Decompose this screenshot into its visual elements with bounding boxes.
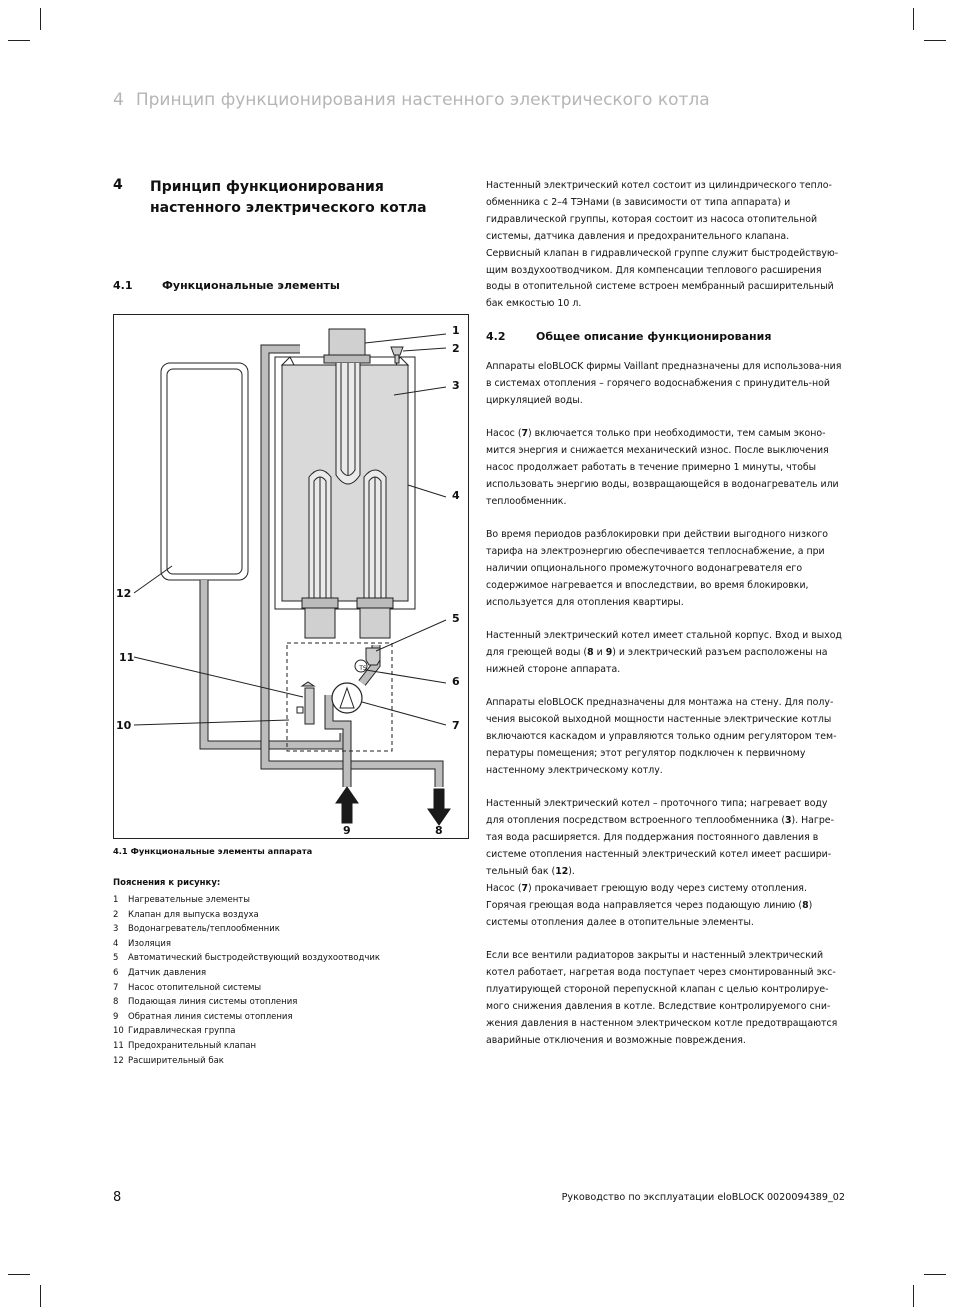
callout-1: 1 [452,324,460,337]
callout-12: 12 [116,587,131,600]
expansion-tank-inner [166,368,243,575]
figure-functional-elements: TS 1 2 3 4 5 6 7 8 9 10 11 12 [113,314,469,839]
callout-2: 2 [452,342,460,355]
footer-document: Руководство по эксплуатации eloBLOCK 002… [561,1192,845,1203]
legend-title: Пояснения к рисунку: [113,878,221,888]
section-4-1-number: 4.1 [113,279,133,292]
crop-mark [924,1274,946,1275]
figure-caption: 4.1 Функциональные элементы аппарата [113,846,313,856]
running-header-title: Принцип функционирования настенного элек… [135,90,710,110]
paragraph-1: Аппараты eloBLOCK фирмы Vaillant предназ… [486,360,842,406]
heating-rods-top [335,363,361,485]
chapter-number: 4 [113,177,123,193]
running-header-number: 4 [113,90,124,110]
heating-element-right [363,469,387,601]
return-arrow-up [335,786,359,824]
paragraph-6: Настенный электрический котел – проточно… [486,798,834,877]
callout-7: 7 [452,719,460,732]
quick-air-vent [365,647,381,666]
right-column: Настенный электрический котел состоит из… [486,178,846,1066]
heating-element-left [308,469,332,601]
callout-4: 4 [452,489,460,502]
paragraph-8: Если все вентили радиаторов закрыты и на… [486,950,838,1046]
crop-mark [913,8,914,30]
crop-mark [924,40,946,41]
section-4-2-heading: 4.2 Общее описание функционирования [486,330,846,343]
section-4-1-title: Функциональные элементы [162,279,340,292]
paragraph-4: Настенный электрический котел имеет стал… [486,630,842,675]
boiler-diagram: TS 1 2 3 4 5 6 7 8 9 10 11 12 [116,324,460,837]
intro-paragraph: Настенный электрический котел состоит из… [486,180,839,310]
crop-mark [8,40,30,41]
pressure-sensor [354,659,368,673]
section-4-2-number: 4.2 [486,329,506,343]
flow-arrow-down [427,788,451,826]
callout-8: 8 [435,824,443,837]
crop-mark [40,1285,41,1307]
paragraph-3: Во время периодов разблокировки при дейс… [486,529,829,608]
callout-6: 6 [452,675,460,688]
callout-9: 9 [343,824,351,837]
callout-10: 10 [116,719,132,732]
chapter-title: Принцип функционирования настенного элек… [150,179,427,216]
callout-3: 3 [452,379,460,392]
ts-label: TS [358,665,367,672]
paragraph-5: Аппараты eloBLOCK предназначены для монт… [486,697,837,776]
hydraulic-group [286,642,393,752]
page-number: 8 [113,1190,122,1205]
expansion-tank [160,362,249,581]
callout-5: 5 [452,612,460,625]
paragraph-7: Насос (7) прокачивает греющую воду через… [486,882,813,928]
safety-valve [304,687,315,725]
crop-mark [40,8,41,30]
paragraph-2: Насос (7) включается только при необходи… [486,427,839,507]
air-vent [390,346,404,356]
crop-mark [913,1285,914,1307]
callout-11: 11 [119,651,134,664]
crop-mark [8,1274,30,1275]
section-4-2-title: Общее описание функционирования [536,329,772,343]
running-header: 4 Принцип функционирования настенного эле… [113,90,853,110]
